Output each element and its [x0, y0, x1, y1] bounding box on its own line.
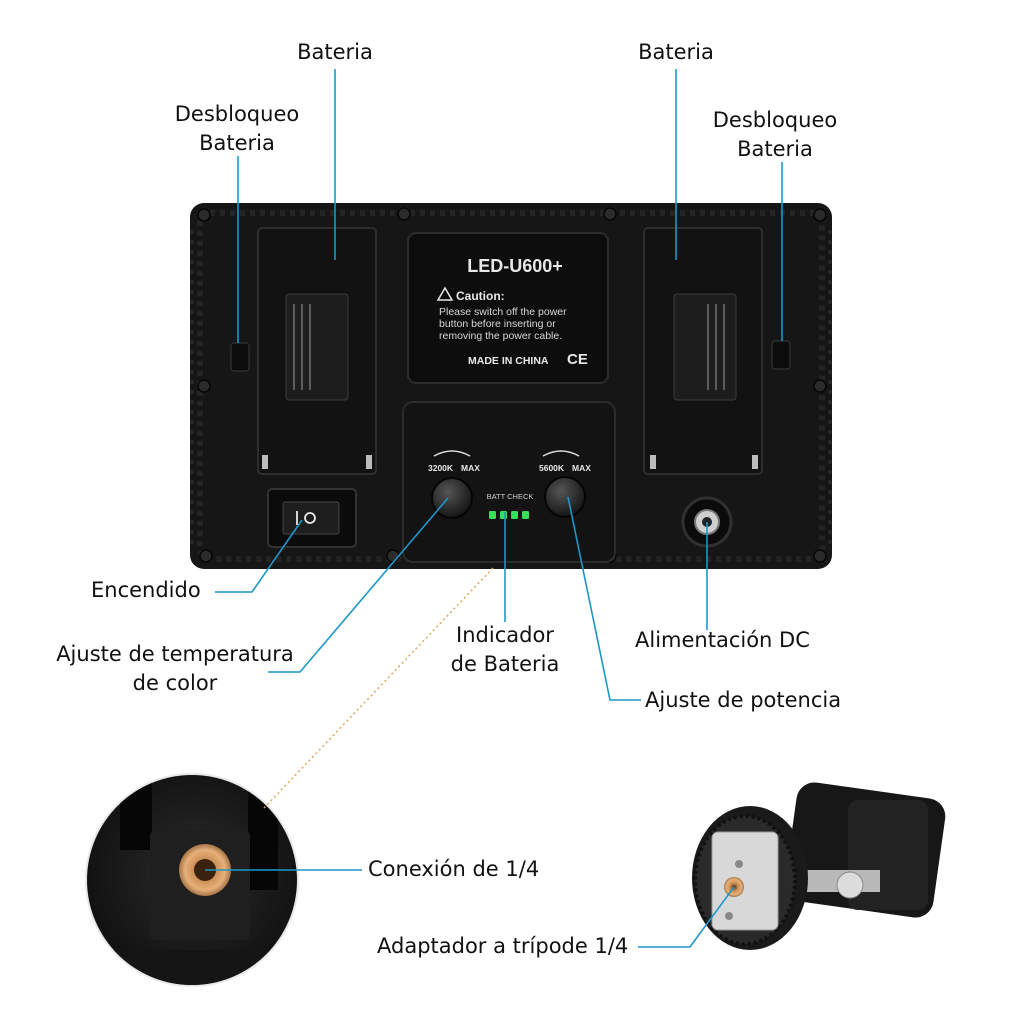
label-battery-indicator: Indicador de Bateria: [430, 621, 580, 679]
socket-zoom-inset: [85, 773, 299, 987]
color-temperature-knob[interactable]: [431, 477, 473, 519]
caution-text-1: Please switch off the power: [439, 306, 567, 318]
label-unlock-right: Desbloqueo Bateria: [700, 106, 850, 164]
knob-right-max-label: MAX: [572, 463, 591, 473]
battery-plate-right: [643, 227, 763, 475]
battery-led-2: [500, 511, 507, 519]
batt-check-label: BATT CHECK: [487, 492, 534, 501]
battery-led-1: [489, 511, 496, 519]
info-label-plate: [407, 232, 609, 384]
power-switch[interactable]: [282, 501, 340, 535]
label-unlock-left: Desbloqueo Bateria: [162, 100, 312, 158]
callout-lines: [205, 69, 783, 948]
label-unlock-right-line1: Desbloqueo: [712, 108, 838, 132]
label-power-switch: Encendido: [91, 578, 201, 602]
label-unlock-left-line2: Bateria: [199, 131, 275, 155]
label-unlock-left-line1: Desbloqueo: [174, 102, 300, 126]
power-switch-icon: [296, 511, 316, 525]
battery-led-4: [522, 511, 529, 519]
battery-unlock-button-left[interactable]: [230, 342, 250, 372]
label-power-adjust: Ajuste de potencia: [645, 688, 842, 712]
warning-triangle-icon: [436, 286, 454, 301]
power-adjust-knob[interactable]: [544, 476, 586, 518]
caution-text-3: removing the power cable.: [439, 330, 562, 342]
knob-left-max-label: MAX: [461, 463, 480, 473]
label-tripod-adapter: Adaptador a trípode 1/4: [377, 934, 629, 958]
made-in-label: MADE IN CHINA: [468, 355, 549, 367]
label-battery-right: Bateria: [638, 40, 714, 64]
label-battery-indicator-line2: de Bateria: [450, 652, 560, 676]
model-name: LED-U600+: [467, 256, 563, 276]
control-panel: [402, 401, 616, 563]
label-unlock-right-line2: Bateria: [737, 137, 813, 161]
label-color-temp-line1: Ajuste de temperatura: [56, 642, 294, 666]
label-color-temp: Ajuste de temperatura de color: [40, 640, 310, 698]
label-battery-left: Bateria: [297, 40, 373, 64]
zoom-connector: [263, 567, 494, 809]
battery-unlock-button-right[interactable]: [771, 340, 791, 370]
label-quarter-connection: Conexión de 1/4: [368, 857, 540, 881]
tripod-adapter: [692, 782, 946, 950]
caution-title: Caution:: [456, 289, 505, 303]
battery-plate-left: [257, 227, 377, 475]
ce-mark: CE: [567, 351, 588, 368]
label-color-temp-line2: de color: [132, 671, 218, 695]
knob-left-min-label: 3200K: [428, 463, 454, 473]
caution-text-2: button before inserting or: [439, 318, 556, 330]
knob-right-min-label: 5600K: [539, 463, 565, 473]
label-battery-indicator-line1: Indicador: [456, 623, 554, 647]
battery-led-3: [511, 511, 518, 519]
label-dc-power: Alimentación DC: [635, 628, 810, 652]
